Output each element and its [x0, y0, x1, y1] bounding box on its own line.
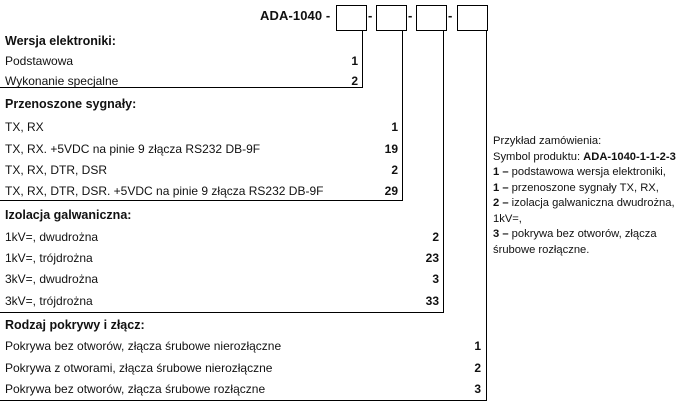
- option-label: Podstawowa: [5, 54, 74, 68]
- example-item-text: izolacja galwaniczna dwudrożna, 1kV=,: [493, 197, 675, 225]
- option-label: 3kV=, trójdrożna: [5, 294, 93, 308]
- example-symbol-prefix: Symbol produktu:: [493, 150, 584, 163]
- option-code: 23: [425, 251, 439, 265]
- example-item-num: 2 –: [493, 197, 509, 209]
- section-title: Wersja elektroniki:: [5, 34, 116, 48]
- option-label: 1kV=, trójdrożna: [5, 251, 93, 265]
- connector-line: [362, 30, 363, 87]
- option-label: Pokrywa z otworami, złącza śrubowe niero…: [5, 361, 273, 375]
- option-code: 19: [384, 142, 398, 156]
- section-title: Izolacja galwaniczna:: [5, 208, 132, 222]
- option-code: 33: [425, 294, 439, 308]
- example-item-num: 1 –: [493, 166, 509, 178]
- example-item: 3 – pokrywa bez otworów, złącza śrubowe …: [493, 227, 698, 258]
- section-divider: [0, 312, 444, 313]
- option-code: 2: [391, 163, 398, 177]
- option-code: 3: [432, 272, 439, 286]
- section-divider: [0, 87, 363, 88]
- example-symbol-line: Symbol produktu: ADA-1040-1-1-2-3: [493, 150, 698, 166]
- option-code: 2: [351, 74, 358, 88]
- example-item-text: pokrywa bez otworów, złącza śrubowe rozł…: [493, 228, 657, 256]
- option-code: 1: [351, 54, 358, 68]
- option-code: 1: [474, 339, 481, 353]
- option-code: 29: [384, 184, 398, 198]
- option-label: Wykonanie specjalne: [5, 74, 119, 88]
- option-label: TX, RX: [5, 120, 44, 134]
- example-item-text: przenoszone sygnały TX, RX,: [508, 181, 659, 194]
- slot-separator: -: [368, 8, 373, 23]
- example-item-text: podstawowa wersja elektroniki,: [508, 166, 666, 178]
- example-item: 2 – izolacja galwaniczna dwudrożna, 1kV=…: [493, 196, 698, 227]
- section-divider: [0, 200, 403, 201]
- slot-signals: [376, 5, 407, 31]
- order-example: Przykład zamówienia: Symbol produktu: AD…: [493, 134, 698, 258]
- section-title: Przenoszone sygnały:: [5, 97, 137, 111]
- connector-line: [486, 30, 487, 400]
- option-label: TX, RX. +5VDC na pinie 9 złącza RS232 DB…: [5, 142, 261, 156]
- option-label: 3kV=, dwudrożna: [5, 272, 99, 286]
- option-label: TX, RX, DTR, DSR. +5VDC na pinie 9 złącz…: [5, 184, 324, 198]
- slot-cover: [457, 5, 488, 31]
- option-label: 1kV=, dwudrożna: [5, 230, 99, 244]
- slot-separator: -: [448, 8, 453, 23]
- option-code: 2: [432, 230, 439, 244]
- slot-separator: -: [408, 8, 413, 23]
- example-item: 1 – podstawowa wersja elektroniki,: [493, 165, 698, 181]
- example-item-num: 1 –: [493, 181, 509, 194]
- example-heading: Przykład zamówienia:: [493, 135, 602, 147]
- option-code: 1: [391, 120, 398, 134]
- option-label: TX, RX, DTR, DSR: [5, 163, 108, 177]
- slot-electronics-version: [336, 5, 367, 31]
- example-item-num: 3 –: [493, 228, 509, 240]
- connector-line: [402, 30, 403, 200]
- section-title: Rodzaj pokrywy i złącz:: [5, 318, 145, 332]
- product-code-label: ADA-1040 -: [260, 8, 331, 23]
- section-divider: [0, 400, 487, 401]
- option-code: 2: [474, 361, 481, 375]
- example-item: 1 – przenoszone sygnały TX, RX,: [493, 181, 698, 197]
- option-label: Pokrywa bez otworów, złącza śrubowe nier…: [5, 339, 282, 353]
- option-code: 3: [474, 382, 481, 396]
- slot-isolation: [416, 5, 447, 31]
- connector-line: [443, 30, 444, 312]
- option-label: Pokrywa bez otworów, złącza śrubowe rozł…: [5, 382, 266, 396]
- example-symbol-code: ADA-1040-1-1-2-3: [583, 150, 676, 163]
